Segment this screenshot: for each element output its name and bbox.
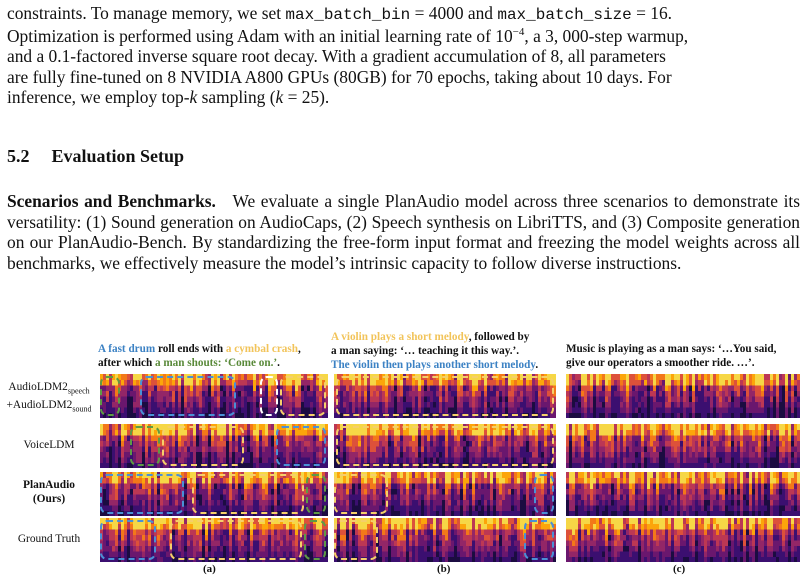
highlight-box — [280, 376, 326, 416]
highlight-box — [100, 376, 120, 416]
highlight-box — [336, 426, 554, 466]
line-1: constraints. To manage memory, we set ma… — [7, 3, 673, 24]
spectrogram-a-2 — [100, 424, 328, 468]
sublabel-c: (c) — [673, 563, 686, 575]
highlight-box — [334, 474, 388, 514]
highlight-box — [336, 376, 554, 416]
highlight-box — [130, 426, 160, 466]
row-label-audioldm2: AudioLDM2speech +AudioLDM2sound — [6, 381, 92, 414]
line-4: are fully fine-tuned on 8 NVIDIA A800 GP… — [7, 66, 672, 87]
spectrogram-b-1 — [334, 374, 556, 418]
row-label-planaudio: PlanAudio (Ours) — [23, 479, 75, 505]
paragraph-lead: Scenarios and Benchmarks. — [7, 191, 216, 211]
code-max-batch-size: max_batch_size — [497, 6, 632, 24]
highlight-box — [100, 474, 184, 514]
paragraph-body: We evaluate a single PlanAudio model acr… — [7, 191, 800, 273]
spectrogram-c-3 — [566, 472, 800, 516]
caption-a: A fast drum roll ends with a cymbal cras… — [98, 343, 301, 369]
highlight-box — [260, 376, 278, 416]
spectrogram-a-1 — [100, 374, 328, 418]
highlight-box — [534, 474, 554, 514]
highlight-box — [276, 426, 326, 466]
highlight-box — [304, 520, 326, 560]
highlight-box — [162, 426, 244, 466]
spectrogram-b-2 — [334, 424, 556, 468]
spectrogram-c-4 — [566, 518, 800, 562]
paragraph-training: constraints. To manage memory, we set ma… — [7, 3, 800, 108]
spectrogram-b-3 — [334, 472, 556, 516]
line-2: Optimization is performed using Adam wit… — [7, 25, 689, 46]
row-label-ground-truth: Ground Truth — [17, 533, 81, 545]
highlight-box — [334, 520, 378, 560]
highlight-box — [306, 474, 326, 514]
code-max-batch-bin: max_batch_bin — [285, 6, 411, 24]
highlight-box — [100, 520, 156, 560]
sublabel-b: (b) — [437, 563, 451, 575]
highlight-box — [140, 376, 236, 416]
line-5: inference, we employ top-k sampling (k =… — [7, 87, 330, 108]
highlight-box — [192, 474, 304, 514]
sublabel-a: (a) — [203, 563, 216, 575]
spectrogram-c-1 — [566, 374, 800, 418]
highlight-box — [170, 520, 302, 560]
caption-c: Music is playing as a man says: ‘…You sa… — [566, 343, 777, 369]
paragraph-scenarios: Scenarios and Benchmarks. We evaluate a … — [7, 191, 800, 273]
line-3: and a 0.1-factored inverse square root d… — [7, 46, 666, 67]
row-label-voiceldm: VoiceLDM — [23, 439, 75, 451]
highlight-box — [524, 520, 554, 560]
spectrogram-a-3 — [100, 472, 328, 516]
caption-b: A violin plays a short melody, followed … — [331, 331, 539, 371]
spectrogram-c-2 — [566, 424, 800, 468]
spectrogram-b-4 — [334, 518, 556, 562]
spectrogram-a-4 — [100, 518, 328, 562]
